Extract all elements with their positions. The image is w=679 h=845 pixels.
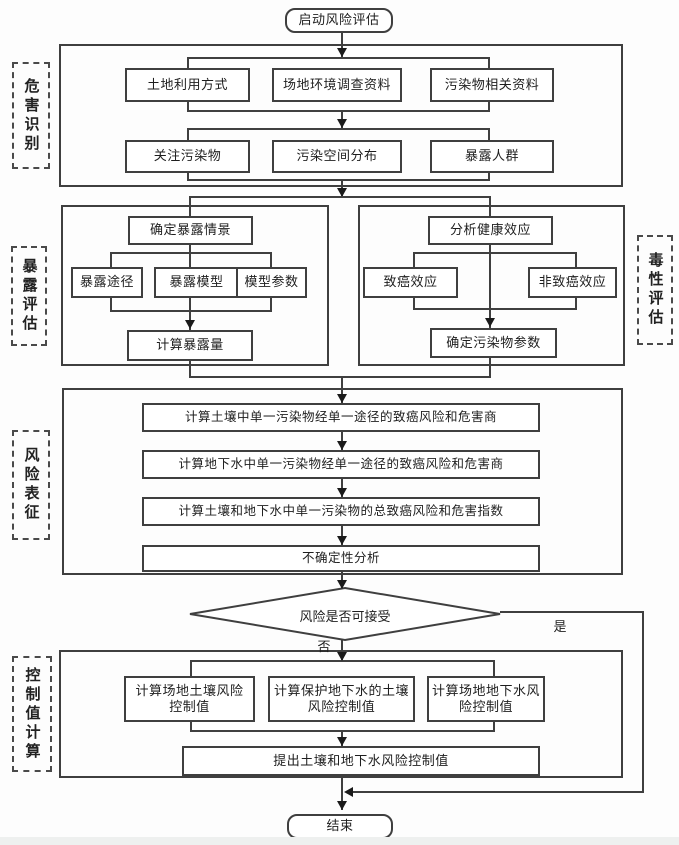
risk-step-groundwater-box: 计算地下水中单一污染物经单一途径的致癌风险和危害商 — [142, 450, 540, 479]
decision-yes-label: 是 — [553, 619, 567, 634]
exposure-assessment-section — [61, 205, 329, 366]
arrow-down-icon — [185, 320, 195, 329]
model-parameter-box: 模型参数 — [236, 267, 307, 298]
land-use-box: 土地利用方式 — [125, 68, 250, 102]
toxicity-assessment-section — [358, 205, 625, 366]
toxicity-assessment-label: 毒性评估 — [637, 235, 673, 345]
groundwater-protection-control-box: 计算保护地下水的土壤风险控制值 — [268, 676, 415, 722]
connector-line — [341, 640, 343, 661]
connector-line — [341, 376, 343, 403]
connector-line — [341, 776, 343, 810]
risk-step-total-box: 计算土壤和地下水中单一污染物的总致癌风险和危害指数 — [142, 497, 540, 526]
footer-strip — [0, 837, 679, 845]
connector-line — [189, 376, 491, 378]
connector-line — [189, 196, 191, 217]
pollutant-data-box: 污染物相关资料 — [430, 68, 554, 102]
site-groundwater-control-box: 计算场地地下水风险控制值 — [427, 676, 545, 722]
connector-line — [341, 32, 343, 57]
exposure-pathway-box: 暴露途径 — [71, 267, 143, 298]
arrow-down-icon — [337, 188, 347, 197]
connector-line — [489, 196, 491, 217]
exposure-scenario-box: 确定暴露情景 — [128, 216, 253, 245]
pollution-distribution-box: 污染空间分布 — [272, 140, 402, 173]
arrow-down-icon — [337, 737, 347, 746]
end-node: 结束 — [287, 814, 393, 839]
arrow-down-icon — [485, 318, 495, 327]
arrow-down-icon — [337, 48, 347, 57]
arrow-left-icon — [344, 787, 353, 797]
arrow-down-icon — [337, 119, 347, 128]
control-summary-box: 提出土壤和地下水风险控制值 — [182, 746, 540, 776]
risk-characterization-label: 风险表征 — [12, 430, 50, 540]
uncertainty-analysis-box: 不确定性分析 — [142, 545, 540, 572]
control-value-label: 控制值计算 — [12, 656, 52, 772]
arrow-down-icon — [337, 652, 347, 661]
arrow-down-icon — [337, 536, 347, 545]
decision-no-label: 否 — [317, 639, 331, 654]
arrow-down-icon — [337, 394, 347, 403]
connector-line — [500, 611, 644, 613]
arrow-down-icon — [337, 580, 347, 589]
arrow-down-icon — [337, 488, 347, 497]
connector-line — [341, 526, 343, 545]
arrow-down-icon — [337, 441, 347, 450]
connector-line — [489, 358, 491, 378]
start-node: 启动风险评估 — [285, 8, 393, 33]
connector-line — [189, 196, 491, 198]
site-survey-box: 场地环境调查资料 — [272, 68, 402, 102]
exposed-population-box: 暴露人群 — [430, 140, 554, 173]
risk-step-soil-box: 计算土壤中单一污染物经单一途径的致癌风险和危害商 — [142, 403, 540, 432]
connector-line — [489, 245, 491, 328]
exposure-dose-box: 计算暴露量 — [127, 330, 253, 361]
site-soil-control-box: 计算场地土壤风险控制值 — [124, 676, 255, 722]
non-carcinogenic-effect-box: 非致癌效应 — [528, 267, 617, 298]
connector-line — [189, 361, 191, 378]
connector-line — [642, 611, 644, 793]
hazard-identification-label: 危害识别 — [12, 62, 50, 169]
concern-pollutant-box: 关注污染物 — [125, 140, 250, 173]
pollutant-parameter-box: 确定污染物参数 — [430, 328, 557, 358]
arrow-down-icon — [337, 801, 347, 810]
carcinogenic-effect-box: 致癌效应 — [363, 267, 458, 298]
exposure-model-box: 暴露模型 — [154, 267, 239, 298]
exposure-assessment-label: 暴露评估 — [11, 246, 47, 346]
decision-label: 风险是否可接受 — [299, 609, 391, 624]
health-effect-box: 分析健康效应 — [428, 216, 553, 245]
decision-diamond — [189, 586, 501, 642]
connector-line — [352, 791, 644, 793]
